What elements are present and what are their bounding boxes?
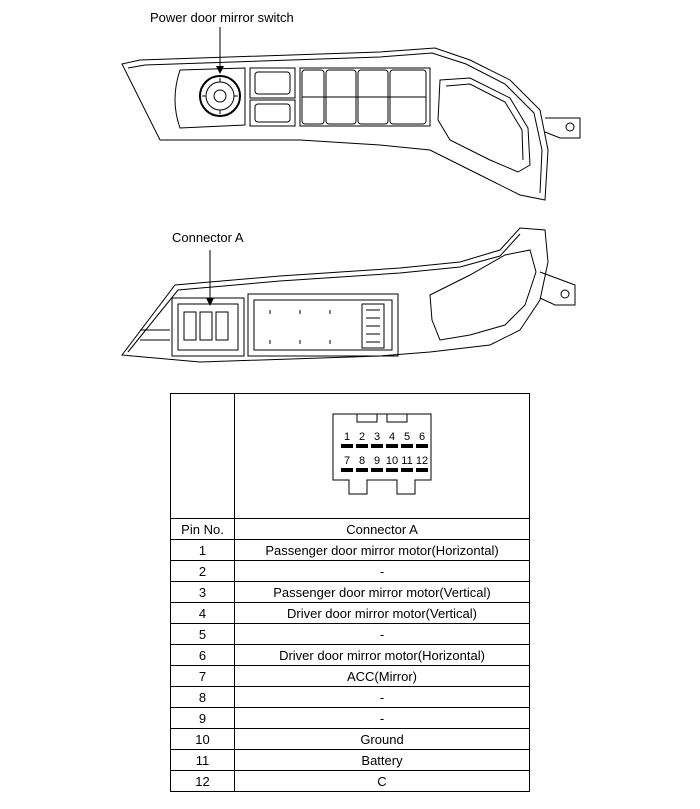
switch-assembly-drawing (121, 27, 581, 363)
connector-pin-terminal (341, 444, 353, 448)
pin-description-cell: C (234, 770, 530, 792)
pin-number-cell: 2 (170, 560, 235, 582)
connector-pin-terminal (341, 468, 353, 472)
connector-pin-label: 6 (419, 431, 425, 443)
power-door-mirror-switch-label: Power door mirror switch (150, 10, 294, 25)
mirror-switch-knob (199, 75, 241, 117)
pin-description-cell: Passenger door mirror motor(Horizontal) (234, 539, 530, 561)
connector-pin-terminal (401, 444, 413, 448)
pin-number-cell: 4 (170, 602, 235, 624)
pin-description-cell: Battery (234, 749, 530, 771)
pin-description-cell: - (234, 623, 530, 645)
connector-a-label: Connector A (172, 230, 244, 245)
connector-pin-terminal (356, 444, 368, 448)
pin-no-header: Pin No. (170, 518, 235, 540)
pin-description-cell: - (234, 560, 530, 582)
pin-description-cell: ACC(Mirror) (234, 665, 530, 687)
pin-number-cell: 11 (170, 749, 235, 771)
connector-pin-label: 12 (416, 455, 428, 467)
connector-pin-label: 4 (389, 431, 395, 443)
pin-number-cell: 1 (170, 539, 235, 561)
table-header-row: Pin No. Connector A (170, 518, 530, 540)
table-row: 5- (170, 623, 530, 645)
connector-a-header: Connector A (234, 518, 530, 540)
pin-description-cell: Passenger door mirror motor(Vertical) (234, 581, 530, 603)
pin-description-cell: Ground (234, 728, 530, 750)
pin-number-cell: 5 (170, 623, 235, 645)
table-row: 2- (170, 560, 530, 582)
connector-pin-label: 11 (401, 455, 412, 467)
connector-pin-label: 1 (344, 431, 350, 443)
connector-pin-terminal (371, 444, 383, 448)
connector-pin-terminal (356, 468, 368, 472)
connector-pin-label: 10 (386, 455, 398, 467)
connector-pin-terminal (401, 468, 413, 472)
connector-pin-label: 8 (359, 455, 365, 467)
connector-pin-terminal (371, 468, 383, 472)
pin-number-cell: 3 (170, 581, 235, 603)
pin-number-cell: 12 (170, 770, 235, 792)
pin-description-cell: Driver door mirror motor(Vertical) (234, 602, 530, 624)
connector-pin-label: 5 (404, 431, 410, 443)
pin-number-cell: 6 (170, 644, 235, 666)
pin-description-cell: - (234, 707, 530, 729)
pin-number-cell: 8 (170, 686, 235, 708)
pin-number-cell: 7 (170, 665, 235, 687)
table-row: 9- (170, 707, 530, 729)
connector-pin-label: 3 (374, 431, 380, 443)
connector-pin-label: 2 (359, 431, 365, 443)
table-row: 8- (170, 686, 530, 708)
connector-pin-label: 9 (374, 455, 380, 467)
connector-pin-label: 7 (344, 455, 350, 467)
diagram-blank-cell (170, 393, 235, 519)
connector-pin-terminal (386, 468, 398, 472)
pin-number-cell: 9 (170, 707, 235, 729)
pin-number-cell: 10 (170, 728, 235, 750)
pin-description-cell: Driver door mirror motor(Horizontal) (234, 644, 530, 666)
pin-description-cell: - (234, 686, 530, 708)
switch-panel-rear-view (121, 227, 576, 363)
connector-pin-terminal (416, 444, 428, 448)
connector-pin-terminal (416, 468, 428, 472)
switch-panel-top-view (121, 47, 581, 201)
connector-pin-terminal (386, 444, 398, 448)
